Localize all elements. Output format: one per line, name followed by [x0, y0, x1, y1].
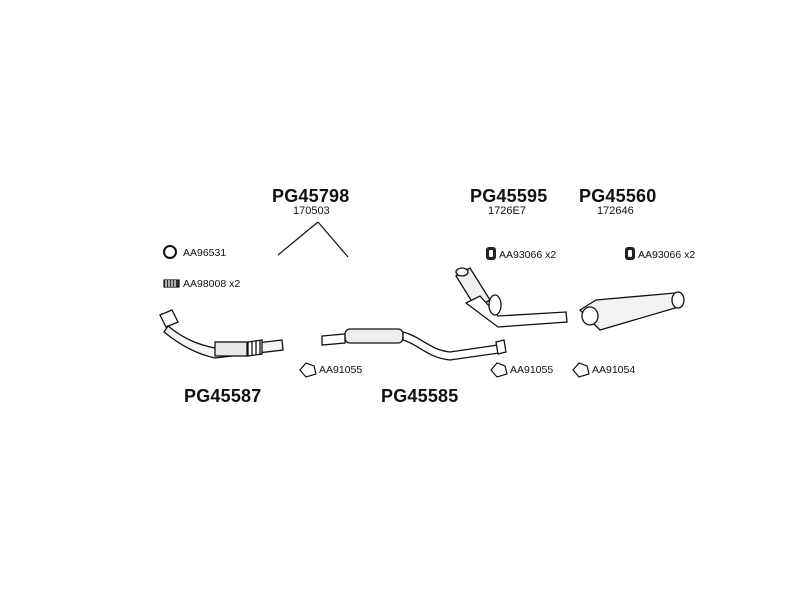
hanger-icon [486, 247, 496, 260]
part-code-pg45798[interactable]: PG45798 [272, 186, 350, 206]
spring-icon [163, 279, 180, 288]
ring-icon [163, 245, 177, 259]
branch-lines [277, 221, 349, 258]
hanger-icon [625, 247, 635, 260]
clamp-icon [299, 362, 317, 378]
middle-pipe-drawing [321, 328, 507, 361]
clamp-icon [490, 362, 508, 378]
part-ref-170503: 170503 [293, 205, 330, 217]
clamp-icon [572, 362, 590, 378]
part-code-pg45560[interactable]: PG45560 [579, 186, 657, 206]
part-code-pg45585[interactable]: PG45585 [381, 386, 459, 406]
accessory-clamp-label[interactable]: AA91055 [510, 364, 554, 376]
silencer-45595-drawing [455, 267, 568, 328]
accessory-clamp-label[interactable]: AA91055 [319, 364, 363, 376]
accessory-spring-label[interactable]: AA98008 x2 [183, 278, 241, 290]
accessory-ring-label[interactable]: AA96531 [183, 247, 227, 259]
part-ref-172646: 172646 [597, 205, 634, 217]
silencer-45560-drawing [578, 291, 685, 331]
accessory-hanger-label[interactable]: AA93066 x2 [499, 249, 557, 261]
part-code-pg45587[interactable]: PG45587 [184, 386, 262, 406]
accessory-clamp-label[interactable]: AA91054 [592, 364, 636, 376]
part-code-pg45595[interactable]: PG45595 [470, 186, 548, 206]
part-ref-1726e7: 1726E7 [488, 205, 526, 217]
front-pipe-drawing [159, 309, 284, 359]
accessory-hanger-label[interactable]: AA93066 x2 [638, 249, 696, 261]
